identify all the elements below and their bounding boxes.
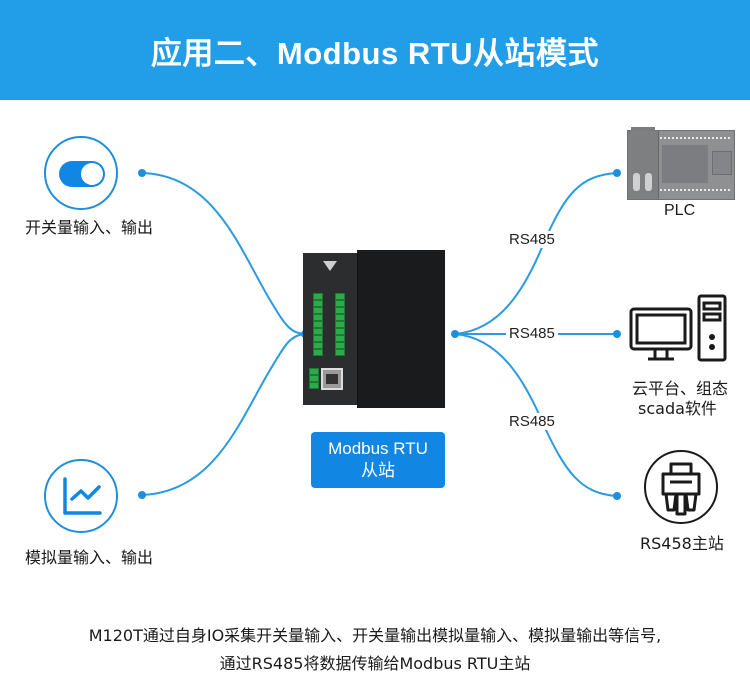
plc-label: PLC (664, 202, 696, 219)
plc-icon (627, 127, 735, 200)
toggle-switch-icon (59, 161, 105, 187)
line-chart-icon (63, 477, 102, 515)
analog-io-node (44, 459, 118, 533)
link-label-scada: RS485 (506, 325, 558, 342)
link-right-top (454, 172, 618, 335)
rs458-master-label: RS458主站 (640, 534, 724, 553)
link-dot (613, 492, 621, 500)
link-label-plc: RS485 (506, 231, 558, 248)
io-module-device (303, 250, 445, 408)
header-banner: 应用二、Modbus RTU从站模式 (0, 0, 750, 100)
device-caption-role: 从站 (361, 461, 395, 481)
link-dot (613, 330, 621, 338)
pc-tower-icon (697, 294, 727, 362)
device-caption-badge: Modbus RTU 从站 (311, 432, 445, 488)
digital-io-node (44, 136, 118, 210)
digital-io-label: 开关量输入、输出 (25, 218, 154, 237)
device-logo-icon (323, 261, 337, 271)
analog-io-label: 模拟量输入、输出 (25, 548, 154, 567)
footer-description-line2: 通过RS485将数据传输给Modbus RTU主站 (219, 654, 531, 673)
device-side-panel (357, 250, 445, 408)
page-title: 应用二、Modbus RTU从站模式 (150, 35, 600, 71)
scada-label-line2: scada软件 (638, 399, 717, 418)
scada-label-line1: 云平台、组态 (632, 379, 729, 398)
link-dot (138, 169, 146, 177)
link-dot (451, 330, 459, 338)
link-label-master: RS485 (506, 413, 558, 430)
link-left-bottom (141, 333, 306, 496)
rs458-master-node (644, 450, 718, 524)
link-dot (613, 169, 621, 177)
serial-connector-icon (661, 462, 701, 516)
link-dot (138, 491, 146, 499)
computer-icon (629, 307, 693, 361)
footer-description-line1: M120T通过自身IO采集开关量输入、开关量输出模拟量输入、模拟量输出等信号, (88, 626, 662, 645)
device-front-panel (303, 253, 358, 405)
link-left-top (141, 172, 306, 335)
ethernet-port (321, 368, 343, 390)
device-caption-protocol: Modbus RTU (328, 439, 428, 458)
